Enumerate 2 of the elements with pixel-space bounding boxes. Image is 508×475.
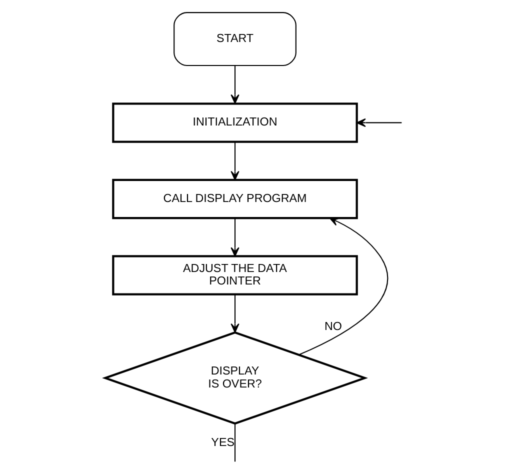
edge-label: NO xyxy=(324,320,342,333)
edge-label: YES xyxy=(211,436,234,449)
